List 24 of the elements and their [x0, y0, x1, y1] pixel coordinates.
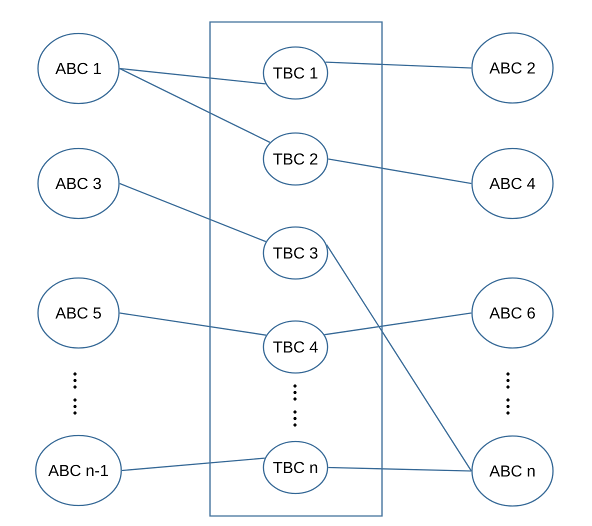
- connector-line: [119, 68, 270, 143]
- ellipse-node: ABC n-1: [35, 434, 122, 506]
- connector-line: [122, 457, 265, 472]
- circle-node: TBC 2: [262, 132, 328, 186]
- connector-line: [325, 61, 472, 69]
- ellipse-node: ABC 4: [471, 148, 554, 220]
- ellipse-node: ABC 2: [471, 32, 554, 104]
- connector-line: [326, 244, 472, 472]
- circle-node: TBC 4: [262, 320, 328, 374]
- container-box: [209, 21, 383, 517]
- connector-line: [120, 312, 266, 336]
- connector-line: [328, 466, 472, 472]
- ellipse-node: ABC n: [471, 435, 554, 507]
- connector-line: [120, 68, 266, 85]
- circle-node: TBC 1: [262, 46, 328, 100]
- ellipse-node: ABC 1: [37, 32, 120, 104]
- ellipse-node: ABC 6: [471, 277, 554, 349]
- connector-line: [324, 312, 472, 336]
- circle-node: TBC n: [262, 440, 328, 494]
- connector-line: [328, 158, 472, 184]
- ellipse-node: ABC 5: [37, 277, 120, 349]
- circle-node: TBC 3: [262, 226, 328, 280]
- connector-line: [119, 182, 266, 242]
- ellipse-node: ABC 3: [37, 148, 120, 220]
